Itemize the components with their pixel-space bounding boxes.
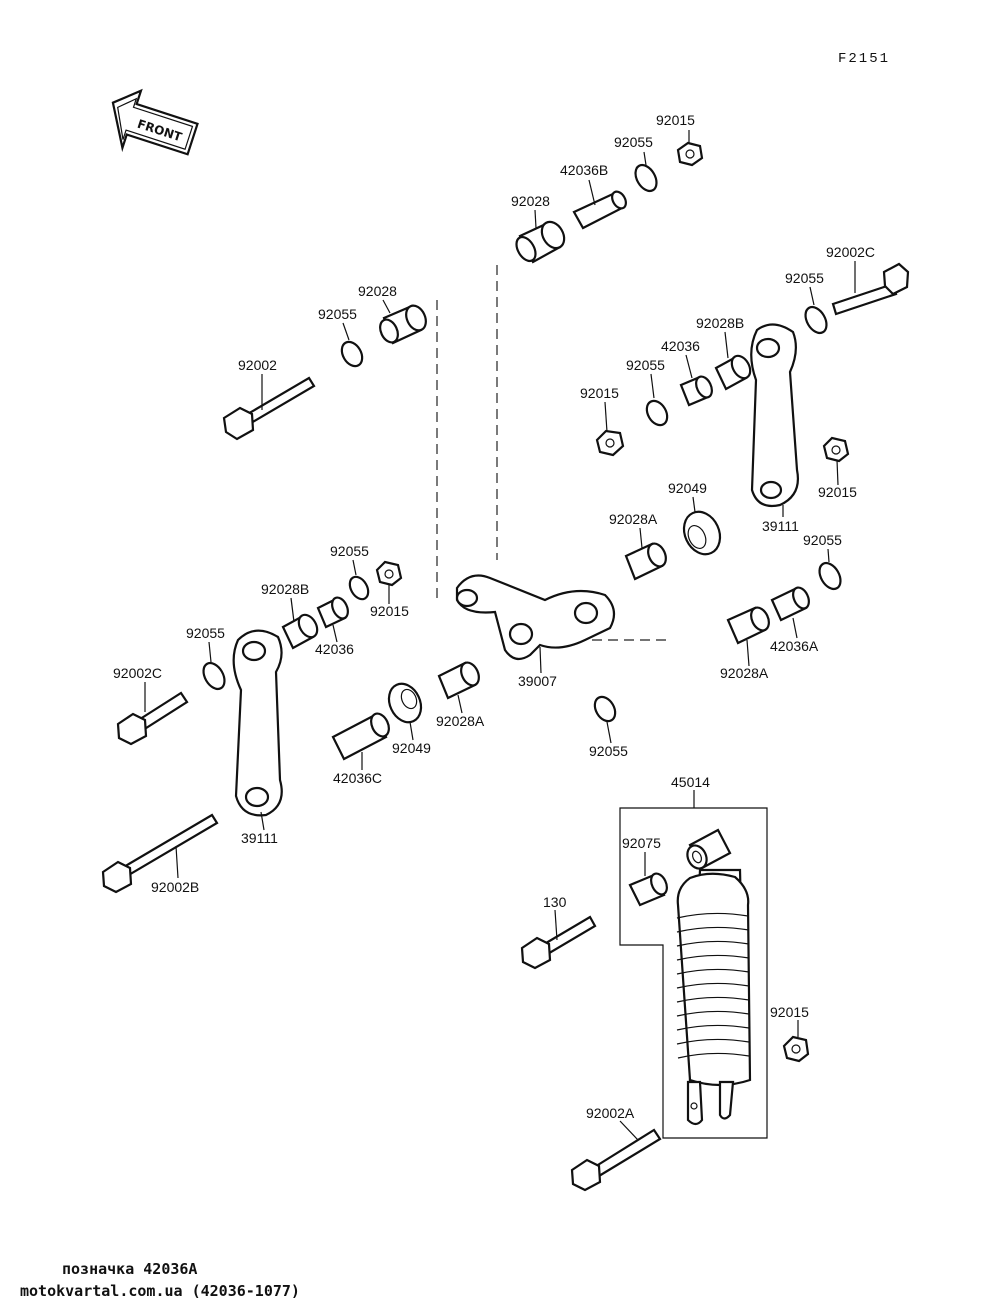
part-label: 92055 — [614, 134, 653, 150]
part-label: 92028 — [511, 193, 550, 209]
part-label: 92055 — [626, 357, 665, 373]
bearing-92028a-center — [624, 542, 667, 581]
part-label: 92055 — [318, 306, 357, 322]
nut-92015-left — [375, 560, 403, 587]
bolt-92002 — [222, 376, 316, 441]
part-label: 92049 — [668, 480, 707, 496]
part-label: 92055 — [803, 532, 842, 548]
bolt-92002a — [570, 1128, 662, 1192]
part-label: 92055 — [785, 270, 824, 286]
footer-source: motokvartal.com.ua (42036-1077) — [20, 1282, 300, 1300]
part-label: 42036 — [661, 338, 700, 354]
shock-bellows — [676, 872, 752, 1087]
bearing-92028b-left — [281, 613, 319, 650]
part-label: 92028 — [358, 283, 397, 299]
bolt-92002c-right — [831, 262, 910, 316]
part-label: 39007 — [518, 673, 557, 689]
nut-92015-top — [676, 141, 704, 167]
collar-42036-left — [316, 596, 349, 629]
part-label: 92055 — [330, 543, 369, 559]
part-label: 92028B — [696, 315, 744, 331]
washer-92055-lower-right — [818, 561, 842, 591]
part-label: 92055 — [186, 625, 225, 641]
nut-92015-mid — [595, 429, 625, 457]
part-label: 42036 — [315, 641, 354, 657]
washer-92055-left-link — [348, 575, 370, 601]
part-label: 92015 — [818, 484, 857, 500]
link-39111-right — [750, 323, 799, 508]
bearing-92028b-right — [714, 354, 752, 391]
part-label: 92002 — [238, 357, 277, 373]
washer-92055-top — [634, 163, 658, 193]
collar-42036b — [572, 190, 627, 230]
part-label: 92002C — [113, 665, 162, 681]
rocker-arm-39007 — [455, 574, 616, 661]
part-label: 92049 — [392, 740, 431, 756]
shock-top-eye — [686, 828, 732, 870]
collar-42036a — [770, 586, 810, 622]
part-label: 42036B — [560, 162, 608, 178]
bearing-92028a-right — [726, 606, 770, 645]
part-label: 45014 — [671, 774, 710, 790]
nut-92015-shock — [782, 1035, 810, 1063]
part-label: 92015 — [370, 603, 409, 619]
part-label: 92055 — [589, 743, 628, 759]
leader-lines — [144, 130, 856, 1141]
part-label: 92002C — [826, 244, 875, 260]
part-label: 92015 — [656, 112, 695, 128]
bolt-92002b — [101, 813, 219, 894]
part-label: 42036C — [333, 770, 382, 786]
washer-92055-left — [340, 340, 364, 368]
washer-92055-far-left — [202, 661, 226, 691]
part-label: 92015 — [770, 1004, 809, 1020]
part-label: 92028A — [609, 511, 658, 527]
part-label: 92028A — [436, 713, 485, 729]
footer-caption: позначка 42036A — [62, 1260, 198, 1278]
washer-92055-center — [593, 695, 617, 723]
assembly-bracket — [619, 807, 768, 1139]
part-label: 92002A — [586, 1105, 635, 1121]
washer-92055-right — [804, 305, 828, 335]
part-label: 92028B — [261, 581, 309, 597]
seal-92049-right — [682, 510, 722, 556]
part-label: 92002B — [151, 879, 199, 895]
part-label: 42036A — [770, 638, 819, 654]
part-label: 39111 — [241, 830, 278, 846]
link-39111-left — [232, 629, 283, 817]
part-label: 92075 — [622, 835, 661, 851]
bearing-92028-left — [379, 304, 427, 345]
bolt-92002c-left — [116, 691, 189, 746]
collar-42036-right — [679, 375, 713, 407]
bearing-92028-top — [515, 220, 566, 264]
collar-92075 — [628, 872, 668, 907]
bearing-92028a-lower — [437, 661, 480, 700]
collar-42036c — [331, 712, 390, 761]
nut-92015-right — [822, 436, 850, 463]
bolt-130 — [520, 915, 597, 970]
part-label: 130 — [543, 894, 567, 910]
part-label: 39111 — [762, 518, 799, 534]
front-arrow-icon: FRONT — [111, 88, 199, 156]
seal-92049-left — [387, 682, 423, 724]
part-label: 92028A — [720, 665, 769, 681]
diagram-code: F2151 — [838, 51, 890, 67]
shock-clevis — [686, 1080, 735, 1126]
part-label: 92015 — [580, 385, 619, 401]
shock-absorber-45014 — [619, 807, 768, 1139]
washer-92055-mid — [645, 399, 669, 427]
part-labels: 92015 92055 42036B 92028 92002C 92055 92… — [113, 112, 875, 1121]
